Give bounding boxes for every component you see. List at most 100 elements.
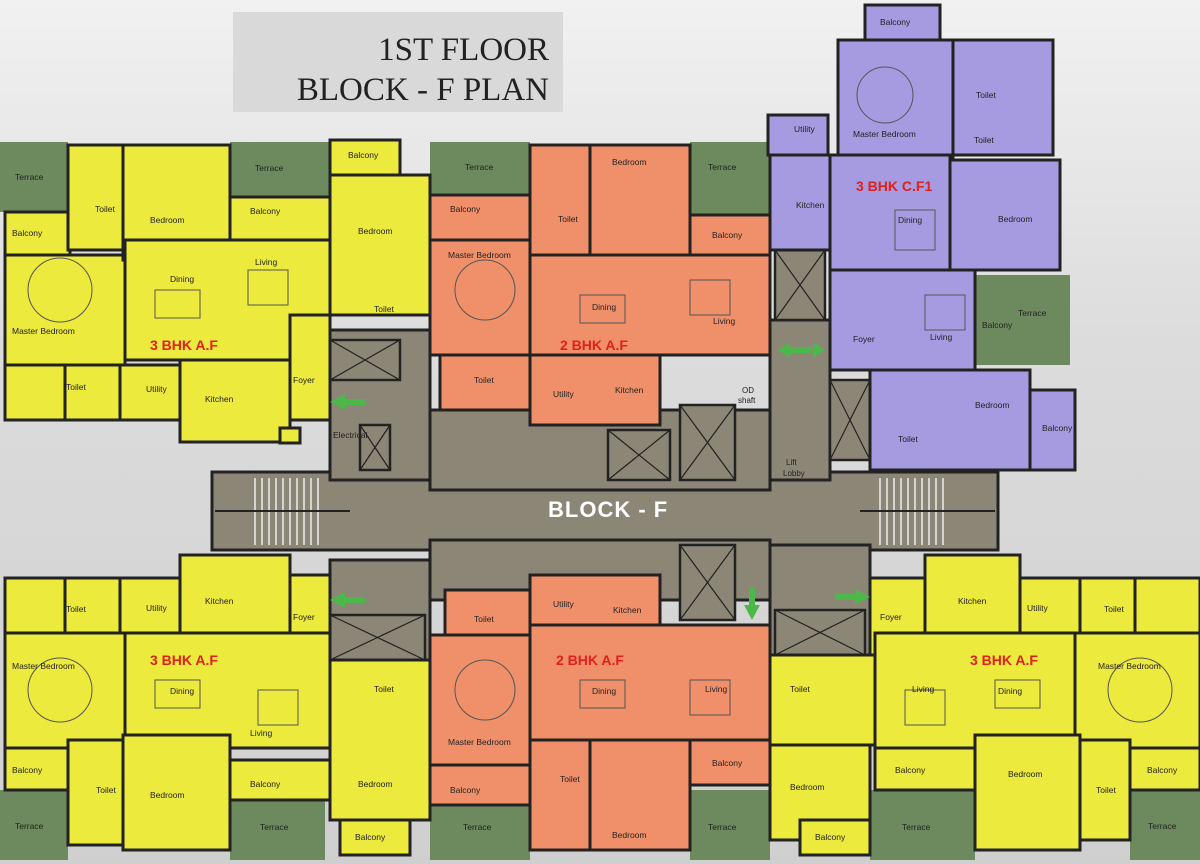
room-label: Toilet (66, 382, 86, 392)
room-label: Dining (998, 686, 1022, 696)
shaft-label: shaft (738, 396, 756, 405)
room-label: Balcony (12, 228, 43, 238)
room-label: Bedroom (790, 782, 825, 792)
room-label: Kitchen (613, 605, 642, 615)
room-label: Toilet (474, 614, 494, 624)
lift-label: Lift (786, 458, 797, 467)
room-label: Balcony (12, 765, 43, 775)
room-label: Bedroom (358, 779, 393, 789)
room-label: Toilet (974, 135, 994, 145)
room-label: Balcony (348, 150, 379, 160)
room-label: Dining (592, 686, 616, 696)
unit-label-top-right: 3 BHK C.F1 (856, 178, 932, 194)
terraces (0, 142, 1200, 860)
room-label: Dining (898, 215, 922, 225)
room-label: Terrace (260, 822, 289, 832)
room-label: Utility (553, 389, 575, 399)
room-label: Terrace (15, 172, 44, 182)
od-label: OD (742, 386, 754, 395)
room-label: Master Bedroom (853, 129, 916, 139)
room-label: Kitchen (796, 200, 825, 210)
room-label: Bedroom (975, 400, 1010, 410)
room-label: Living (912, 684, 934, 694)
room-label: Master Bedroom (1098, 661, 1161, 671)
room-label: Terrace (15, 821, 44, 831)
room-label: Balcony (712, 758, 743, 768)
room-label: Terrace (255, 163, 284, 173)
room-label: Toilet (96, 785, 116, 795)
room-label: Bedroom (150, 215, 185, 225)
room-label: Balcony (450, 204, 481, 214)
room-label: Foyer (293, 612, 315, 622)
room-label: Terrace (708, 822, 737, 832)
room-label: Balcony (880, 17, 911, 27)
room-label: Balcony (1042, 423, 1073, 433)
room-label: Toilet (560, 774, 580, 784)
room-label: Toilet (1104, 604, 1124, 614)
unit-bottom-left (3, 553, 432, 857)
room-label: Terrace (708, 162, 737, 172)
room-label: Balcony (1147, 765, 1178, 775)
room-label: Bedroom (612, 157, 647, 167)
unit-label-bottom-right: 3 BHK A.F (970, 652, 1038, 668)
room-label: Toilet (558, 214, 578, 224)
room-label: Master Bedroom (12, 661, 75, 671)
room-label: Living (713, 316, 735, 326)
room-label: Toilet (1096, 785, 1116, 795)
room-label: Master Bedroom (448, 737, 511, 747)
room-label: Living (255, 257, 277, 267)
room-label: Toilet (95, 204, 115, 214)
unit-label-top-center: 2 BHK A.F (560, 337, 628, 353)
room-label: Living (930, 332, 952, 342)
room-label: Kitchen (615, 385, 644, 395)
title-block-plan: BLOCK - F PLAN (296, 72, 549, 108)
room-label: Terrace (465, 162, 494, 172)
room-label: Foyer (880, 612, 902, 622)
room-label: Foyer (293, 375, 315, 385)
title-floor: 1ST FLOOR (378, 32, 549, 68)
room-label: Utility (794, 124, 816, 134)
room-label: Balcony (250, 206, 281, 216)
room-label: Utility (1027, 603, 1049, 613)
room-label: Electrical (333, 430, 368, 440)
room-label: Terrace (1148, 821, 1177, 831)
unit-label-top-left: 3 BHK A.F (150, 337, 218, 353)
room-label: Utility (553, 599, 575, 609)
room-label: Living (705, 684, 727, 694)
room-label: Dining (592, 302, 616, 312)
room-label: Toilet (374, 304, 394, 314)
room-label: Terrace (902, 822, 931, 832)
room-label: Balcony (712, 230, 743, 240)
room-label: Master Bedroom (12, 326, 75, 336)
room-label: Bedroom (1008, 769, 1043, 779)
unit-label-bottom-center: 2 BHK A.F (556, 652, 624, 668)
room-label: Dining (170, 686, 194, 696)
room-label: Terrace (463, 822, 492, 832)
unit-label-bottom-left: 3 BHK A.F (150, 652, 218, 668)
room-label: Terrace (1018, 308, 1047, 318)
room-label: Balcony (982, 320, 1013, 330)
room-label: Balcony (895, 765, 926, 775)
furniture (27, 66, 1173, 726)
room-label: Toilet (976, 90, 996, 100)
room-label: Kitchen (205, 394, 234, 404)
block-label: BLOCK - F (548, 497, 668, 522)
unit-labels: 3 BHK A.F 2 BHK A.F 3 BHK C.F1 3 BHK A.F… (150, 178, 1038, 668)
unit-bottom-right (768, 553, 1200, 857)
room-label: Bedroom (612, 830, 647, 840)
room-label: Balcony (355, 832, 386, 842)
room-label: Utility (146, 384, 168, 394)
title-box: 1ST FLOOR BLOCK - F PLAN (233, 12, 563, 112)
room-labels: Terrace Terrace Terrace Terrace Terrace … (12, 17, 1178, 842)
room-label: Foyer (853, 334, 875, 344)
unit-top-left (3, 138, 432, 445)
entry-arrows (330, 342, 870, 620)
room-label: Toilet (66, 604, 86, 614)
room-label: Balcony (250, 779, 281, 789)
unit-top-center (428, 143, 772, 427)
room-label: Kitchen (205, 596, 234, 606)
room-label: Balcony (450, 785, 481, 795)
room-label: Living (250, 728, 272, 738)
room-label: Bedroom (358, 226, 393, 236)
